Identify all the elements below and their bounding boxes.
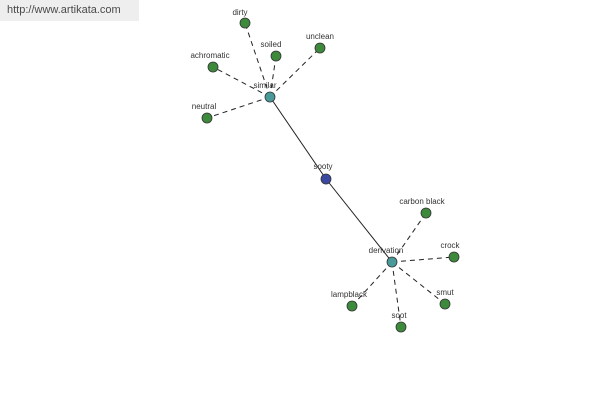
- node-label-similar: similar: [253, 81, 276, 90]
- edge-derivation-lampblack: [351, 261, 393, 307]
- node-label-soot: soot: [391, 311, 407, 320]
- node-label-smut: smut: [436, 288, 454, 297]
- node-crock[interactable]: [448, 251, 460, 263]
- node-label-dirty: dirty: [232, 8, 247, 17]
- node-lampblack[interactable]: [346, 300, 358, 312]
- node-label-unclean: unclean: [306, 32, 334, 41]
- node-label-derivation: derivation: [369, 246, 404, 255]
- node-label-neutral: neutral: [192, 102, 217, 111]
- node-label-crock: crock: [440, 241, 460, 250]
- node-label-soiled: soiled: [261, 40, 282, 49]
- edge-derivation-smut: [391, 261, 446, 305]
- node-unclean[interactable]: [314, 42, 326, 54]
- node-sooty[interactable]: [320, 173, 332, 185]
- node-label-lampblack: lampblack: [331, 290, 368, 299]
- node-achromatic[interactable]: [207, 61, 219, 73]
- node-neutral[interactable]: [201, 112, 213, 124]
- node-label-sooty: sooty: [313, 162, 332, 171]
- edge-derivation-carbon-black: [391, 212, 427, 263]
- edge-sooty-similar: [269, 96, 327, 180]
- node-carbon-black[interactable]: [420, 207, 432, 219]
- node-label-achromatic: achromatic: [190, 51, 229, 60]
- url-banner[interactable]: http://www.artikata.com: [0, 0, 139, 21]
- graph-edges: [206, 22, 455, 328]
- edge-similar-dirty: [244, 22, 271, 98]
- node-smut[interactable]: [439, 298, 451, 310]
- edge-similar-unclean: [269, 47, 321, 98]
- edge-similar-soiled: [269, 55, 277, 98]
- node-soiled[interactable]: [270, 50, 282, 62]
- edge-derivation-crock: [391, 256, 455, 263]
- node-dirty[interactable]: [239, 17, 251, 29]
- edge-similar-neutral: [206, 96, 271, 119]
- node-label-carbon-black: carbon black: [399, 197, 445, 206]
- node-similar[interactable]: [264, 91, 276, 103]
- edge-derivation-soot: [391, 261, 402, 328]
- edge-similar-achromatic: [212, 66, 271, 98]
- edge-sooty-derivation: [325, 178, 393, 263]
- node-soot[interactable]: [395, 321, 407, 333]
- node-derivation[interactable]: [386, 256, 398, 268]
- graph-nodes: dirty soiled unclean achromatic neutral carbo…: [190, 8, 461, 333]
